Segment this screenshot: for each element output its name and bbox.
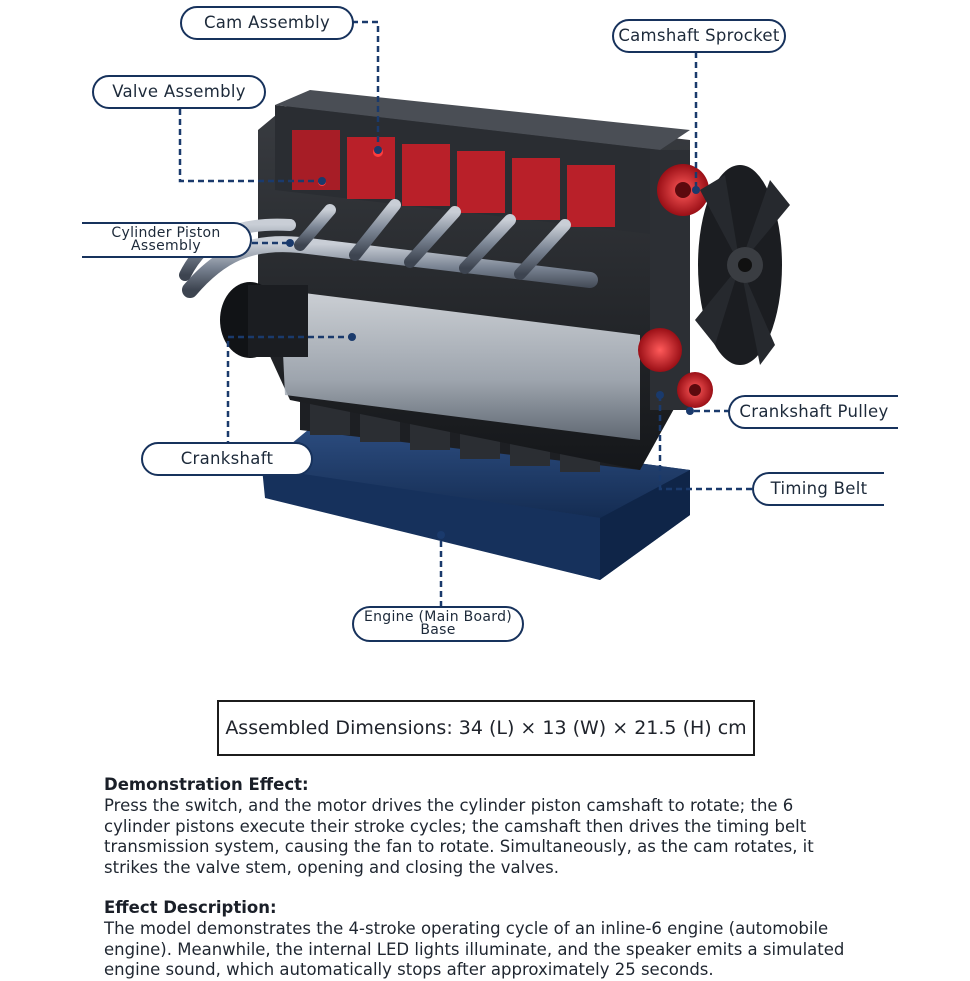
section-heading: Demonstration Effect:: [104, 775, 309, 794]
engine-diagram: Cam Assembly Camshaft Sprocket Valve Ass…: [82, 6, 898, 642]
callout-label: Valve Assembly: [112, 81, 246, 101]
leader-dots: [286, 146, 700, 539]
demonstration-effect-section: Demonstration Effect: Press the switch, …: [104, 775, 864, 878]
valve-cover: [275, 90, 690, 235]
callout-label: Crankshaft: [180, 448, 274, 468]
callout-label: Crankshaft Pulley: [739, 401, 889, 421]
callout-label-line2: Assembly: [131, 238, 201, 254]
callout-camshaft-sprocket: Camshaft Sprocket: [612, 19, 786, 53]
callout-engine-base: Engine (Main Board)Base: [352, 606, 524, 642]
effect-description-section: Effect Description: The model demonstrat…: [104, 898, 864, 981]
section-body: The model demonstrates the 4-stroke oper…: [104, 919, 845, 979]
callout-valve-assembly: Valve Assembly: [92, 75, 266, 109]
section-heading: Effect Description:: [104, 898, 277, 917]
callout-label-line1: Engine (Main Board): [363, 609, 513, 625]
cooling-fan: [695, 165, 790, 365]
engine-illustration: [178, 20, 790, 607]
callout-label: Camshaft Sprocket: [618, 25, 780, 45]
leader-lines: [178, 20, 752, 607]
callout-crankshaft: Crankshaft: [141, 442, 313, 476]
section-body: Press the switch, and the motor drives t…: [104, 796, 814, 877]
callout-label-line1: Cylinder Piston: [111, 225, 221, 241]
callout-cam-assembly: Cam Assembly: [180, 6, 354, 40]
assembled-dimensions: Assembled Dimensions: 34 (L) × 13 (W) × …: [217, 700, 755, 756]
callout-label: Timing Belt: [770, 478, 868, 498]
callout-timing-belt: Timing Belt: [752, 472, 884, 506]
callout-label-line2: Base: [420, 622, 456, 638]
callout-crankshaft-pulley: Crankshaft Pulley: [728, 395, 898, 429]
callout-label: Cam Assembly: [203, 12, 331, 32]
